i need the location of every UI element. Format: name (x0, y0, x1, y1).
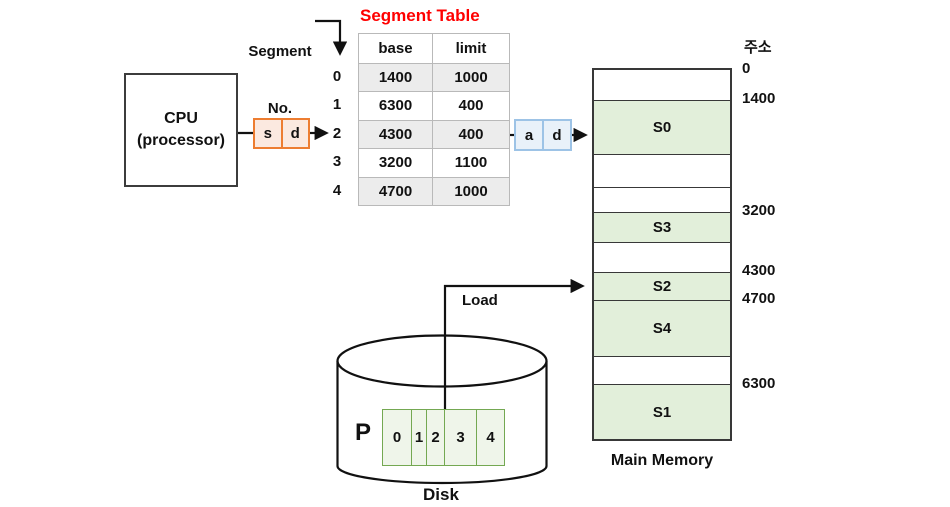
segment-number-cell: s (255, 120, 283, 147)
disk-cylinder-top (336, 334, 548, 388)
table-row: 1400 1000 (359, 62, 509, 91)
memory-segment-block: S3 (594, 212, 730, 242)
header-limit: limit (455, 39, 487, 57)
segment-table-title: Segment Table (360, 6, 480, 25)
memory-segment-block: S2 (594, 272, 730, 300)
memory-address: 4700 (742, 290, 776, 307)
memory-free-block (594, 154, 730, 187)
physical-address-register: a d (514, 119, 572, 151)
logical-address-register: s d (253, 118, 310, 149)
segment-table: base limit 1400 1000 6300 400 4300 400 3… (358, 33, 510, 206)
table-row: 3200 1100 (359, 148, 509, 177)
memory-address: 3200 (742, 202, 776, 219)
memory-address: 0 (742, 60, 751, 77)
memory-segment-block: S0 (594, 100, 730, 154)
disk-segment: 2 (427, 410, 445, 465)
table-row: 4700 1000 (359, 176, 509, 205)
cpu-sublabel: (processor) (136, 132, 226, 149)
row-number: 2 (332, 124, 342, 142)
cpu-box: CPU (processor) (124, 73, 238, 187)
table-row: 4300 400 (359, 119, 509, 148)
memory-free-block (594, 187, 730, 212)
memory-segment-block: S4 (594, 300, 730, 356)
disk-caption: Disk (423, 485, 459, 504)
table-header-row: base limit (359, 34, 509, 63)
disk-segment: 4 (486, 429, 495, 446)
address-header-label: 주소 (744, 39, 772, 56)
segment-no-arrow (315, 19, 348, 56)
disk-segment: 3 (445, 410, 477, 465)
memory-segment-block: S1 (594, 384, 730, 439)
load-arrow (443, 278, 585, 411)
offset-cell: d (552, 126, 562, 144)
row-number: 1 (332, 96, 342, 114)
row-number: 4 (332, 181, 342, 199)
memory-address: 1400 (742, 90, 776, 107)
memory-free-block (594, 70, 730, 100)
table-row: 6300 400 (359, 91, 509, 120)
segment-table-row-numbers: 0 1 2 3 4 (326, 62, 348, 205)
main-memory-caption: Main Memory (610, 452, 714, 469)
cpu-label: CPU (164, 110, 198, 127)
process-label: P (355, 419, 372, 446)
base-address-cell: a (516, 121, 544, 149)
disk-segment: 1 (412, 410, 427, 465)
memory-address: 4300 (742, 262, 776, 279)
row-number: 3 (332, 153, 342, 171)
memory-free-block (594, 242, 730, 272)
main-memory: S0 S3 S2 S4 S1 (592, 68, 732, 441)
segment-no-label: Segment No. (248, 43, 312, 117)
header-base: base (359, 34, 433, 63)
offset-cell: d (290, 125, 300, 142)
memory-free-block (594, 356, 730, 384)
memory-address: 6300 (742, 375, 776, 392)
disk-segment: 0 (383, 410, 412, 465)
load-label: Load (462, 292, 498, 309)
disk-segment-strip: 0 1 2 3 4 (382, 409, 505, 466)
row-number: 0 (332, 67, 342, 85)
